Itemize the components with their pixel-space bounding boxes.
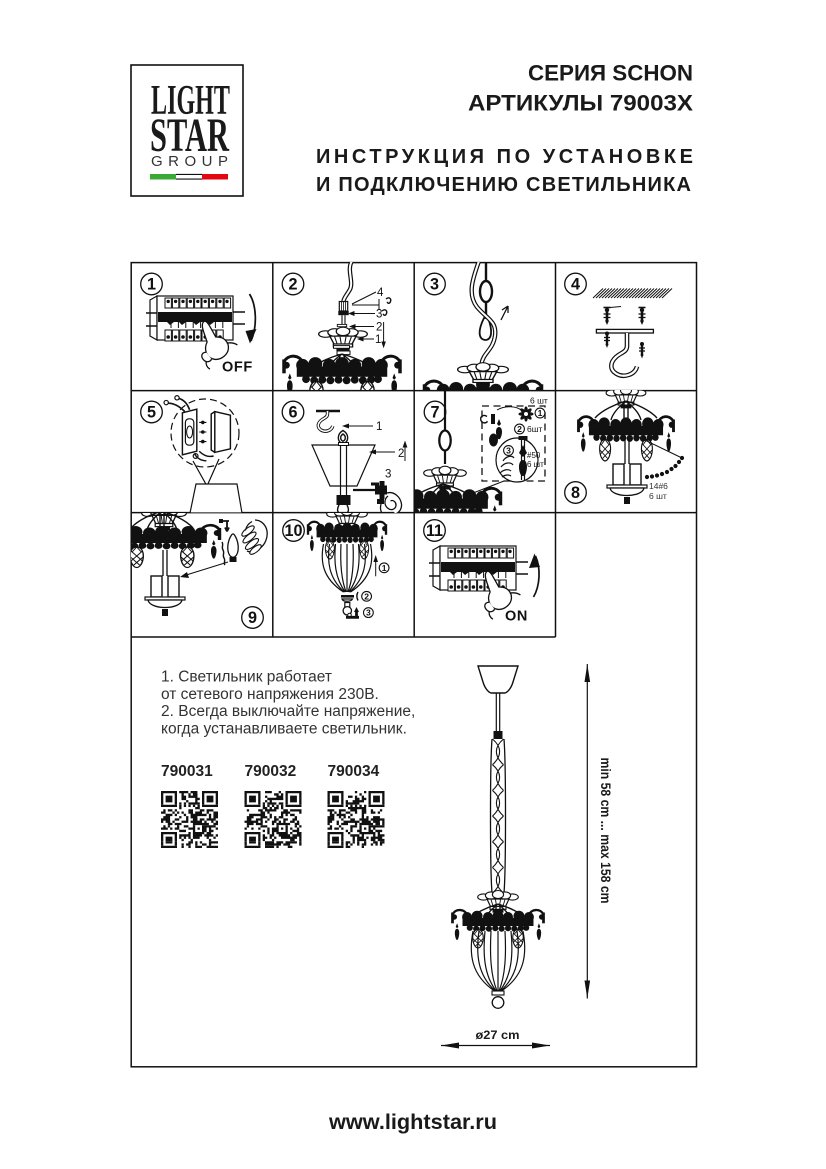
svg-text:2: 2: [288, 276, 297, 294]
svg-text:6шт: 6шт: [527, 424, 543, 434]
svg-text:STAR: STAR: [150, 109, 230, 162]
svg-text:1: 1: [147, 276, 156, 294]
svg-text:от сетевого напряжения 230В.: от сетевого напряжения 230В.: [161, 686, 379, 703]
svg-text:2: 2: [376, 322, 382, 334]
svg-text:GROUP: GROUP: [151, 153, 228, 170]
svg-text:1. Светильник работает: 1. Светильник работает: [161, 669, 332, 686]
svg-text:3: 3: [430, 276, 439, 294]
svg-text:6 шт: 6 шт: [649, 491, 667, 501]
svg-text:OFF: OFF: [222, 360, 253, 376]
svg-text:3: 3: [506, 446, 511, 456]
svg-text:3: 3: [385, 469, 391, 481]
svg-text:ø27 cm: ø27 cm: [476, 1028, 520, 1042]
svg-text:6 шт: 6 шт: [530, 396, 548, 406]
svg-text:1: 1: [382, 563, 387, 573]
svg-text:4: 4: [571, 276, 580, 294]
svg-text:790034: 790034: [328, 763, 380, 780]
svg-text:9: 9: [248, 609, 257, 627]
svg-text:когда устанавливаете светильни: когда устанавливаете светильник.: [161, 720, 407, 737]
svg-text:8: 8: [571, 484, 580, 502]
svg-text:ON: ON: [505, 609, 528, 625]
svg-text:11: 11: [426, 522, 443, 540]
svg-text:1: 1: [538, 408, 543, 418]
svg-text:790032: 790032: [245, 763, 297, 780]
svg-text:АРТИКУЛЫ 79003Х: АРТИКУЛЫ 79003Х: [468, 91, 693, 116]
svg-text:6: 6: [288, 404, 297, 422]
svg-text:790031: 790031: [161, 763, 213, 780]
svg-text:2: 2: [364, 591, 369, 601]
svg-text:ИНСТРУКЦИЯ ПО УСТАНОВКЕ: ИНСТРУКЦИЯ ПО УСТАНОВКЕ: [316, 146, 693, 168]
svg-text:3: 3: [366, 608, 371, 618]
svg-text:14#6: 14#6: [649, 481, 668, 491]
svg-text:min 58 cm ... max 158 cm: min 58 cm ... max 158 cm: [598, 758, 614, 904]
svg-text:2. Всегда выключайте напряжени: 2. Всегда выключайте напряжение,: [161, 703, 415, 720]
svg-text:7: 7: [430, 404, 439, 422]
svg-text:10: 10: [284, 522, 302, 540]
svg-text:И ПОДКЛЮЧЕНИЮ СВЕТИЛЬНИКА: И ПОДКЛЮЧЕНИЮ СВЕТИЛЬНИКА: [316, 174, 691, 196]
svg-text:www.lightstar.ru: www.lightstar.ru: [328, 1110, 497, 1134]
svg-text:2: 2: [517, 424, 522, 434]
svg-text:1: 1: [375, 334, 381, 346]
svg-text:2: 2: [398, 448, 404, 460]
svg-text:6 шт: 6 шт: [527, 460, 544, 469]
svg-text:3: 3: [376, 309, 382, 321]
svg-text:5: 5: [147, 404, 156, 422]
svg-text:СЕРИЯ SCHON: СЕРИЯ SCHON: [528, 61, 693, 86]
svg-text:1: 1: [376, 421, 382, 433]
svg-text:LIGHT: LIGHT: [151, 78, 230, 124]
svg-text:#50: #50: [527, 451, 541, 460]
svg-text:4: 4: [377, 287, 384, 299]
